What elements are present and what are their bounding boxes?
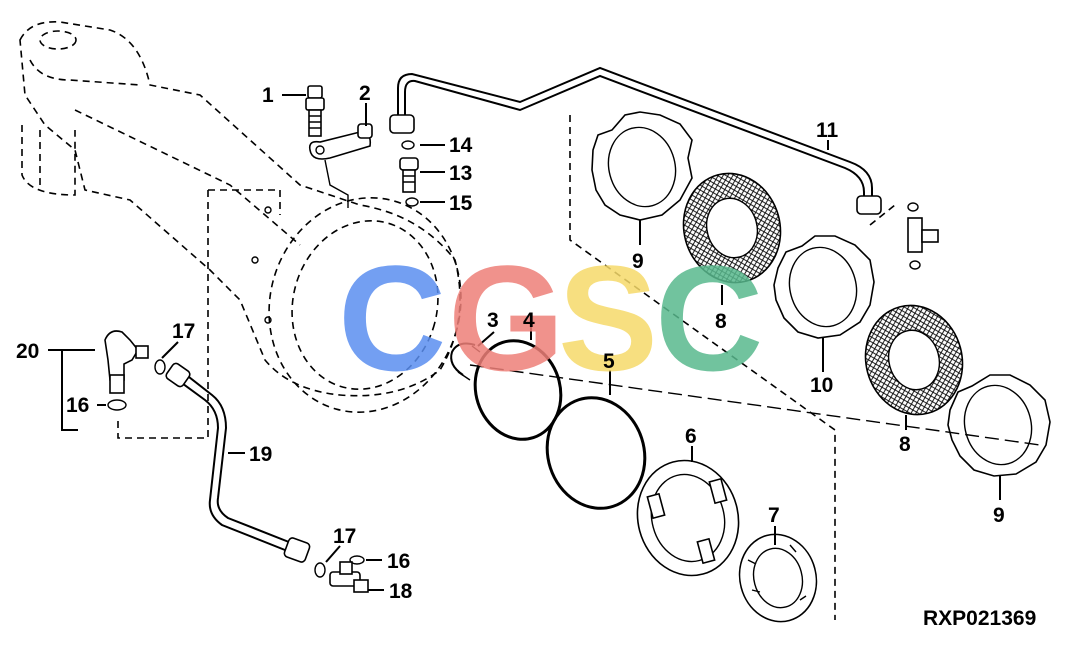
callout-11: 11 <box>816 119 839 142</box>
callout-14: 14 <box>449 134 473 157</box>
friction-disc-8-top <box>682 172 782 284</box>
callout-16-left: 16 <box>66 394 89 417</box>
oring-15 <box>405 197 419 207</box>
line-19-inner <box>179 369 295 545</box>
line-11 <box>397 66 873 198</box>
fitting-11-right <box>856 195 882 215</box>
callout-18: 18 <box>389 580 413 603</box>
callout-9-bottom: 9 <box>993 504 1005 527</box>
tee-18 <box>329 561 369 593</box>
snap-ring-3 <box>450 342 476 376</box>
oring-16-right <box>349 555 365 565</box>
fitting-19-top <box>165 362 191 388</box>
callout-13: 13 <box>449 162 472 185</box>
plate-10 <box>773 235 875 339</box>
oring-16-left <box>107 399 127 411</box>
line-19 <box>174 377 291 553</box>
watermark: C G S C <box>338 234 763 402</box>
oring-17-bottom <box>314 562 326 578</box>
callout-17-top: 17 <box>172 320 195 343</box>
callout-9-top: 9 <box>632 250 644 273</box>
elbow-20 <box>104 330 149 394</box>
pack-boundary-right <box>869 204 896 226</box>
bracket-20 <box>117 190 209 439</box>
hub-7 <box>738 533 818 623</box>
callout-5: 5 <box>603 350 615 373</box>
center-axis <box>469 364 1041 446</box>
friction-disc-8-bottom <box>864 304 964 416</box>
callout-4: 4 <box>523 309 535 332</box>
fitting-11-left <box>389 114 415 134</box>
callout-16-right: 16 <box>387 550 410 573</box>
snap-ring-3-ends <box>457 345 481 381</box>
watermark-letter-c2: C <box>655 234 763 402</box>
callout-8-top: 8 <box>715 310 727 333</box>
callout-3: 3 <box>487 309 499 332</box>
callout-8-bottom: 8 <box>899 433 911 456</box>
leader-lines <box>48 94 1001 591</box>
plug-13 <box>399 157 419 193</box>
callout-2: 2 <box>359 82 371 105</box>
bracket-2 <box>308 123 373 208</box>
bracket-top <box>208 189 281 215</box>
breather-1 <box>305 85 325 137</box>
watermark-letter-g: G <box>448 234 565 402</box>
oring-14 <box>401 140 415 150</box>
callout-20: 20 <box>16 340 39 363</box>
callout-7: 7 <box>768 504 780 527</box>
plate-9-bottom <box>947 374 1051 477</box>
watermark-letter-c1: C <box>338 234 446 402</box>
callout-1: 1 <box>262 84 274 107</box>
watermark-letter-s: S <box>558 234 658 402</box>
callout-10: 10 <box>810 374 833 397</box>
callouts: 1 2 3 4 5 6 7 8 8 9 9 10 11 13 14 15 16 … <box>16 82 1005 603</box>
callout-17-bottom: 17 <box>333 525 356 548</box>
fitting-19-bottom <box>283 537 311 563</box>
callout-15: 15 <box>449 192 473 215</box>
line-11-inner <box>404 74 865 198</box>
tee-fitting-right <box>907 202 939 270</box>
piston-6 <box>636 459 740 577</box>
oring-17-top <box>154 359 166 375</box>
callout-19: 19 <box>249 443 272 466</box>
plate-9-top <box>591 111 693 221</box>
oring-5 <box>545 396 647 510</box>
pack-boundary <box>569 115 836 620</box>
figure-code: RXP021369 <box>923 607 1036 630</box>
callout-6: 6 <box>685 425 697 448</box>
axle-housing <box>19 21 462 413</box>
